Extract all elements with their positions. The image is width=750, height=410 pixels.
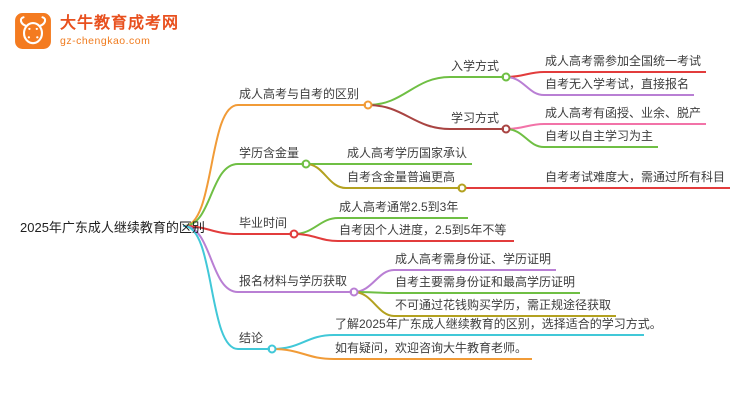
branch-conclusion: 结论 bbox=[238, 330, 270, 350]
leaf-id-highest-diploma: 自考主要需身份证和最高学历证明 bbox=[394, 274, 580, 294]
node-enrollment-method: 入学方式 bbox=[450, 58, 504, 78]
node-higher-value: 自考含金量普遍更高 bbox=[346, 169, 460, 189]
leaf-no-entrance-exam: 自考无入学考试，直接报名 bbox=[544, 76, 694, 96]
leaf-study-forms: 成人高考有函授、业余、脱产 bbox=[544, 105, 706, 125]
logo-title: 大牛教育成考网 bbox=[60, 14, 180, 32]
branch-degree-value: 学历含金量 bbox=[238, 145, 304, 165]
leaf-exam-difficulty: 自考考试难度大，需通过所有科目 bbox=[544, 169, 730, 189]
site-logo[interactable]: 大牛教育成考网 gz-chengkao.com bbox=[14, 12, 179, 50]
branch-graduation-time: 毕业时间 bbox=[238, 215, 292, 235]
logo-subtitle: gz-chengkao.com bbox=[60, 35, 151, 48]
branch-materials: 报名材料与学历获取 bbox=[238, 273, 352, 293]
node-root: 2025年广东成人继续教育的区别 bbox=[20, 220, 205, 235]
logo-text: 大牛教育成考网 gz-chengkao.com bbox=[60, 15, 179, 47]
leaf-national-exam: 成人高考需参加全国统一考试 bbox=[544, 53, 706, 73]
branch-exam-vs-selfstudy: 成人高考与自考的区别 bbox=[238, 86, 366, 106]
bull-logo-icon bbox=[15, 13, 51, 49]
leaf-duration-varies: 自考因个人进度，2.5到5年不等 bbox=[338, 222, 514, 242]
leaf-summary: 了解2025年广东成人继续教育的区别，选择适合的学习方式。 bbox=[334, 316, 662, 336]
leaf-contact: 如有疑问，欢迎咨询大牛教育老师。 bbox=[334, 340, 532, 360]
leaf-state-recognized: 成人高考学历国家承认 bbox=[346, 145, 472, 165]
node-study-method: 学习方式 bbox=[450, 110, 504, 130]
leaf-no-buying-diploma: 不可通过花钱购买学历，需正规途径获取 bbox=[394, 297, 616, 317]
leaf-duration-fixed: 成人高考通常2.5到3年 bbox=[338, 199, 468, 219]
leaf-self-study: 自考以自主学习为主 bbox=[544, 128, 658, 148]
leaf-id-and-diploma: 成人高考需身份证、学历证明 bbox=[394, 251, 556, 271]
